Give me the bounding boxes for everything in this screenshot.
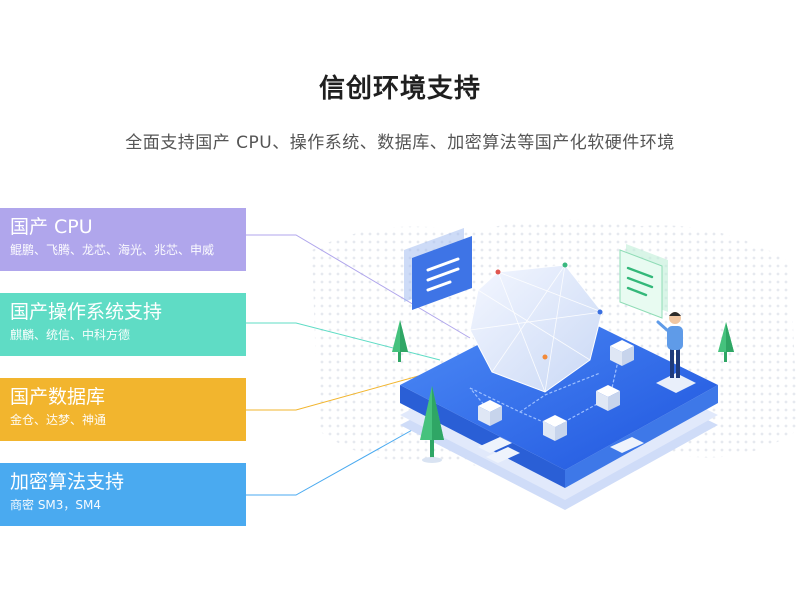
card-title: 国产 CPU xyxy=(10,216,93,238)
card-description: 金仓、达梦、神通 xyxy=(10,413,107,427)
polyhedron-icon xyxy=(469,262,603,393)
card-title: 加密算法支持 xyxy=(10,471,125,493)
person-icon xyxy=(656,312,696,393)
cube-node-icons xyxy=(478,340,634,441)
tree-icon xyxy=(392,320,408,362)
tree-icon xyxy=(420,386,444,463)
card-title: 国产操作系统支持 xyxy=(10,301,163,323)
feature-card-cpu: 国产 CPU 鲲鹏、飞腾、龙芯、海光、兆芯、申威 xyxy=(0,208,246,271)
feature-card-os: 国产操作系统支持 麒麟、统信、中科方德 xyxy=(0,293,246,356)
page-subtitle: 全面支持国产 CPU、操作系统、数据库、加密算法等国产化软硬件环境 xyxy=(125,133,675,153)
card-description: 鲲鹏、飞腾、龙芯、海光、兆芯、申威 xyxy=(10,243,215,257)
card-description: 麒麟、统信、中科方德 xyxy=(10,328,131,342)
document-panel-icon xyxy=(619,244,668,319)
dashboard-panel-icon xyxy=(404,228,472,310)
step-icon xyxy=(610,437,644,453)
feature-card-database: 国产数据库 金仓、达梦、神通 xyxy=(0,378,246,441)
feature-card-crypto: 加密算法支持 商密 SM3，SM4 xyxy=(0,463,246,526)
tree-icon xyxy=(718,322,734,362)
step-icon xyxy=(486,447,520,463)
card-description: 商密 SM3，SM4 xyxy=(10,498,102,512)
step-icon xyxy=(478,437,512,453)
card-title: 国产数据库 xyxy=(10,386,106,408)
page-title: 信创环境支持 xyxy=(318,74,481,104)
